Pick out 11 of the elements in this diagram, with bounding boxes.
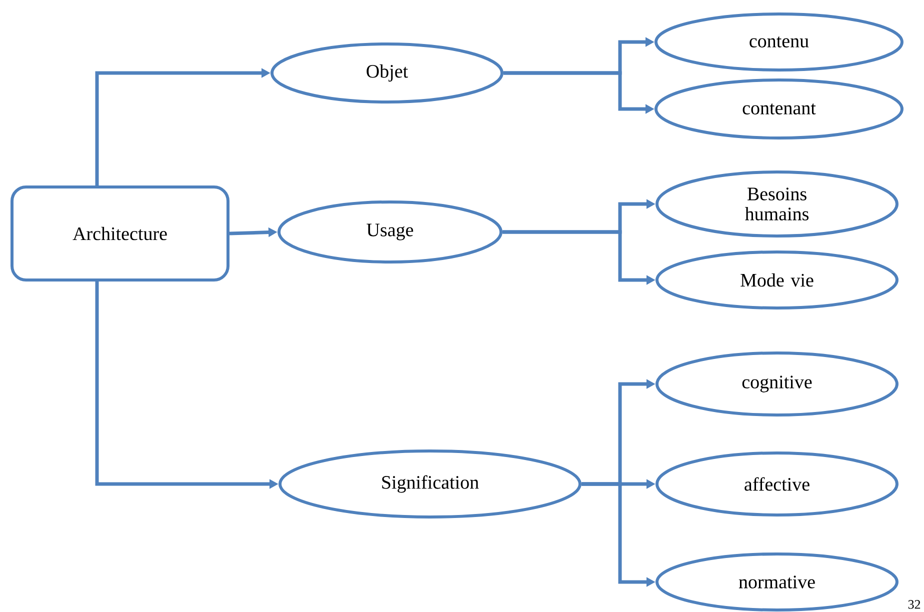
ellipse-node: Mode vie — [656, 250, 898, 310]
process-box: Architecture — [10, 186, 230, 282]
ellipse-node: contenant — [654, 78, 904, 140]
ellipse-node: Besoins humains — [656, 170, 898, 238]
ellipse-node: Signification — [278, 450, 582, 518]
ellipse-node: affective — [656, 452, 898, 516]
ellipse-node: Objet — [270, 42, 504, 104]
ellipse-node: contenu — [654, 12, 904, 72]
ellipse-node: normative — [656, 552, 898, 612]
ellipse-node: Usage — [278, 200, 502, 264]
ellipse-node: cognitive — [656, 352, 898, 416]
